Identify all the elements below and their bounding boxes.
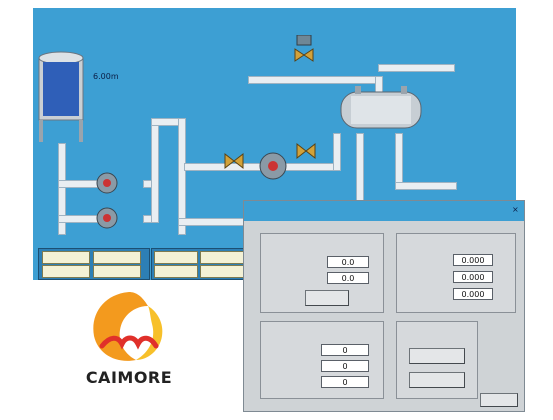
alarm-pressure-input[interactable]: 0.000	[453, 254, 493, 266]
heat-exchanger-icon[interactable]	[331, 86, 431, 136]
manual-button[interactable]	[409, 372, 465, 388]
nav-button[interactable]	[42, 251, 90, 264]
valve-icon[interactable]	[223, 150, 247, 172]
auto-control-group: 0.0 0.0	[260, 233, 384, 313]
pump-icon[interactable]	[93, 170, 123, 196]
nav-button[interactable]	[93, 265, 141, 278]
pipe	[333, 133, 341, 171]
valve-opening-input[interactable]: 0.0	[327, 272, 369, 284]
parameter-dialog: × 0.0 0.0 0.000 0.000 0.000 0 0 0	[243, 200, 525, 412]
manual-button[interactable]	[409, 348, 465, 364]
pump-button[interactable]	[154, 265, 198, 278]
pipe	[395, 182, 457, 190]
pid-settings-group: 0 0 0	[260, 321, 384, 399]
alarm-settings-group: 0.000 0.000 0.000	[396, 233, 516, 313]
valve-icon[interactable]	[295, 140, 319, 162]
pipe	[58, 143, 66, 235]
nav-button[interactable]	[93, 251, 141, 264]
pipe	[178, 118, 186, 235]
pipe	[178, 218, 250, 226]
alarm-lower-input[interactable]: 0.000	[453, 288, 493, 300]
close-icon[interactable]: ×	[512, 205, 519, 214]
pump-icon[interactable]	[255, 150, 295, 182]
manual-operation-group	[396, 321, 478, 399]
return-button[interactable]	[480, 393, 518, 407]
setpoint-input[interactable]: 0.0	[327, 256, 369, 268]
logo-brand: CAIMORE	[85, 368, 173, 387]
nav-button[interactable]	[42, 265, 90, 278]
i-input[interactable]: 0	[321, 360, 369, 372]
pipe	[378, 64, 455, 72]
dialog-titlebar[interactable]	[244, 201, 524, 221]
tank-level-readout: 6.00m	[93, 72, 119, 81]
pump-icon[interactable]	[93, 205, 123, 231]
pipe	[151, 118, 159, 223]
control-valve-icon[interactable]	[293, 35, 317, 65]
pump-button[interactable]	[200, 265, 244, 278]
alarm-upper-input[interactable]: 0.000	[453, 271, 493, 283]
pump-button[interactable]	[200, 251, 244, 264]
p-input[interactable]: 0	[321, 344, 369, 356]
pump-button[interactable]	[154, 251, 198, 264]
pipe	[248, 76, 380, 84]
scada-screen: 6.00m	[33, 8, 516, 280]
water-tank-icon[interactable]	[33, 48, 93, 148]
auto-button[interactable]	[305, 290, 349, 306]
caimore-logo-icon	[93, 292, 163, 361]
d-input[interactable]: 0	[321, 376, 369, 388]
